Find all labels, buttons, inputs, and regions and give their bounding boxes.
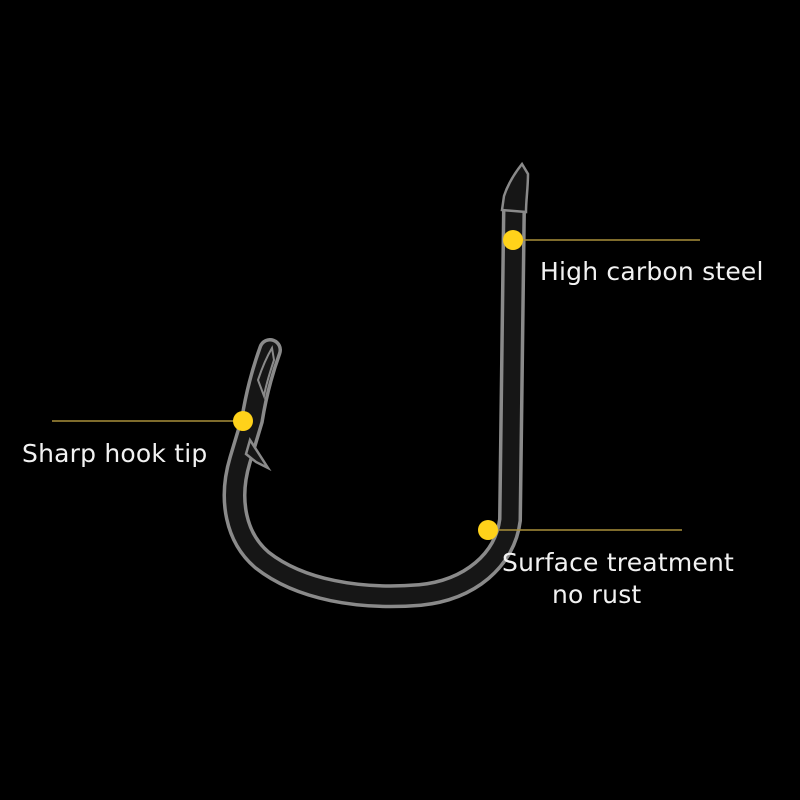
callout-dot-carbon [503, 230, 523, 250]
hook-inner [226, 199, 523, 605]
callout-label-surface: Surface treatment no rust [502, 547, 734, 611]
callout-label-carbon: High carbon steel [540, 257, 764, 286]
hook-outline [222, 196, 526, 609]
callout-dot-tip [233, 411, 253, 431]
callout-dot-surface [478, 520, 498, 540]
hook-spade-top [500, 161, 530, 214]
callout-label-surface-line2: no rust [552, 580, 642, 609]
callout-label-tip: Sharp hook tip [22, 439, 208, 468]
hook-barb [244, 436, 272, 472]
callout-label-surface-line1: Surface treatment [502, 548, 735, 577]
hook-shape [222, 161, 530, 609]
hook-point [256, 345, 276, 400]
